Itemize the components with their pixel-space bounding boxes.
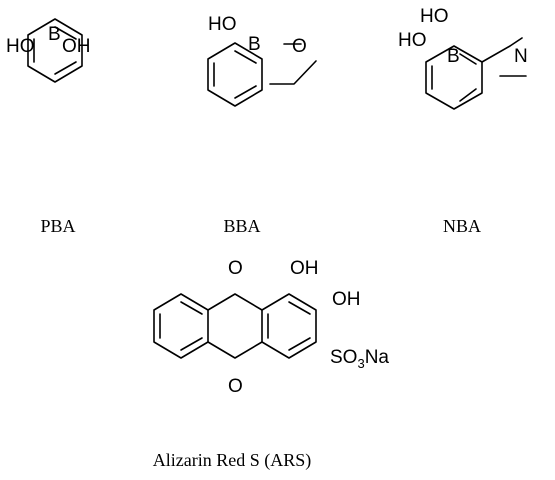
nba-structure (425, 37, 527, 110)
ars-central-ring (207, 293, 263, 359)
ars-sodium: Na (365, 347, 390, 368)
ars-structure (153, 293, 317, 359)
nba-label-ho-top: HO (420, 6, 449, 27)
ars-so: SO (330, 347, 357, 368)
ars-label-oxygen-bottom: O (228, 376, 243, 397)
bba-label-ho: HO (208, 14, 237, 35)
ars-ring-a-double-bonds (159, 301, 203, 351)
pba-label-oh-left: HO (6, 36, 35, 57)
bba-label-ring-oxygen: O (292, 36, 307, 57)
caption-nba: NBA (443, 216, 481, 236)
nba-label-ho-left: HO (398, 30, 427, 51)
ars-so3-subscript: 3 (357, 356, 364, 371)
bba-structure (207, 42, 317, 107)
ars-ring-c (261, 293, 317, 359)
ars-label-hydroxyl-1: OH (290, 258, 319, 279)
pba-benzene-ring (27, 18, 83, 83)
nba-ring-double-bonds (431, 53, 477, 102)
nba-ch2-n-bond (481, 37, 523, 63)
caption-bba: BBA (223, 216, 260, 236)
pba-structure (27, 18, 83, 83)
nba-label-nitrogen: N (514, 46, 528, 67)
bba-ring-double-bonds (213, 50, 257, 99)
pba-label-oh-right: OH (62, 36, 91, 57)
caption-pba: PBA (40, 216, 75, 236)
ars-label-sulfonate: SO3Na (330, 347, 389, 371)
ars-ring-a (153, 293, 209, 359)
ars-ring-c-double-bonds (267, 301, 311, 351)
ars-label-hydroxyl-2: OH (332, 289, 361, 310)
bba-label-boron: B (248, 34, 261, 55)
pba-ring-double-bonds (33, 26, 77, 75)
bba-oxaborole-bonds (269, 43, 317, 85)
bba-benzene-ring (207, 42, 263, 107)
nba-label-boron: B (447, 46, 460, 67)
ars-label-oxygen-top: O (228, 258, 243, 279)
pba-label-boron: B (48, 24, 61, 45)
caption-ars: Alizarin Red S (ARS) (153, 450, 311, 471)
